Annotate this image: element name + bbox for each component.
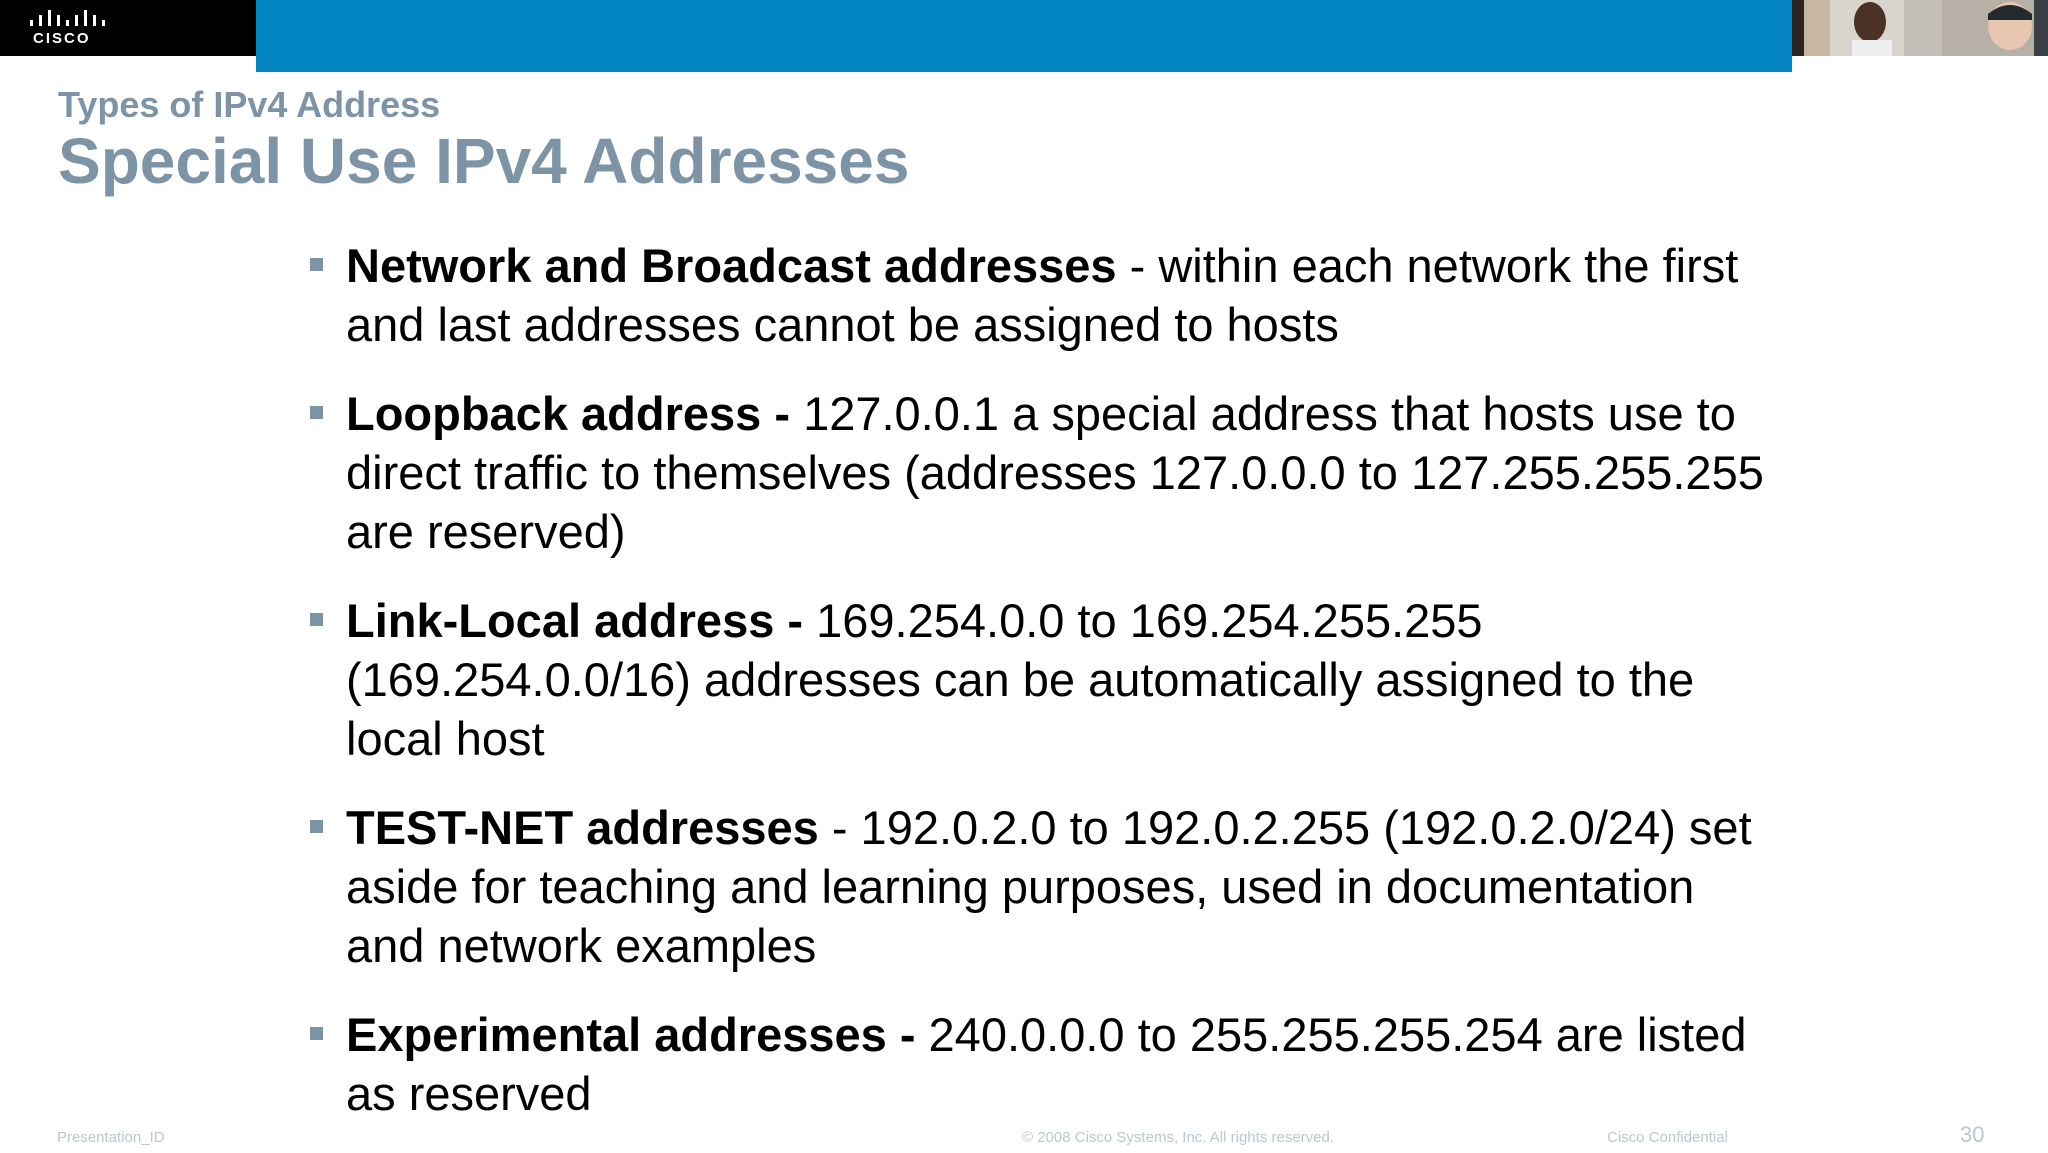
slide-title: Special Use IPv4 Addresses <box>58 125 910 197</box>
square-bullet-icon <box>310 258 323 271</box>
bullet-text: 169.254.0.0 to 169.254.255.255 (169.254.… <box>346 594 1695 765</box>
header-band <box>256 0 1792 72</box>
square-bullet-icon <box>310 1027 323 1040</box>
bullet-text: 240.0.0.0 to 255.255.255.254 are listed … <box>346 1008 1747 1120</box>
cisco-bars-icon <box>30 10 105 26</box>
bullet-text: - within each network the first and last… <box>346 239 1739 351</box>
square-bullet-icon <box>310 613 323 626</box>
cisco-logo: CISCO <box>0 0 256 56</box>
footer-confidential: Cisco Confidential <box>1607 1129 1728 1146</box>
bullet-term: TEST-NET addresses <box>346 801 819 854</box>
bullet-link-local: Link-Local address - 169.254.0.0 to 169.… <box>308 591 1768 768</box>
footer-presentation-id: Presentation_ID <box>57 1129 165 1146</box>
people-photo-icon <box>1792 0 2048 56</box>
bullet-term: Experimental addresses - <box>346 1008 929 1061</box>
square-bullet-icon <box>310 820 323 833</box>
bullet-network-broadcast: Network and Broadcast addresses - within… <box>308 236 1768 354</box>
header-bar: CISCO <box>0 0 2048 72</box>
page-number: 30 <box>1960 1122 1985 1147</box>
bullet-term: Loopback address - <box>346 387 804 440</box>
slide-subtitle: Types of IPv4 Address <box>58 84 441 125</box>
bullet-test-net: TEST-NET addresses - 192.0.2.0 to 192.0.… <box>308 798 1768 975</box>
bullet-loopback: Loopback address - 127.0.0.1 a special a… <box>308 384 1768 561</box>
bullet-text: - 192.0.2.0 to 192.0.2.255 (192.0.2.0/24… <box>346 801 1752 972</box>
header-photo-strip <box>1792 0 2048 56</box>
bullet-term: Network and Broadcast addresses <box>346 239 1117 292</box>
square-bullet-icon <box>310 406 323 419</box>
bullet-list: Network and Broadcast addresses - within… <box>308 236 1768 1153</box>
footer-copyright: © 2008 Cisco Systems, Inc. All rights re… <box>1022 1129 1335 1146</box>
bullet-term: Link-Local address - <box>346 594 817 647</box>
bullet-text: 127.0.0.1 a special address that hosts u… <box>346 387 1764 558</box>
bullet-experimental: Experimental addresses - 240.0.0.0 to 25… <box>308 1005 1768 1123</box>
cisco-logo-text: CISCO <box>33 30 91 47</box>
